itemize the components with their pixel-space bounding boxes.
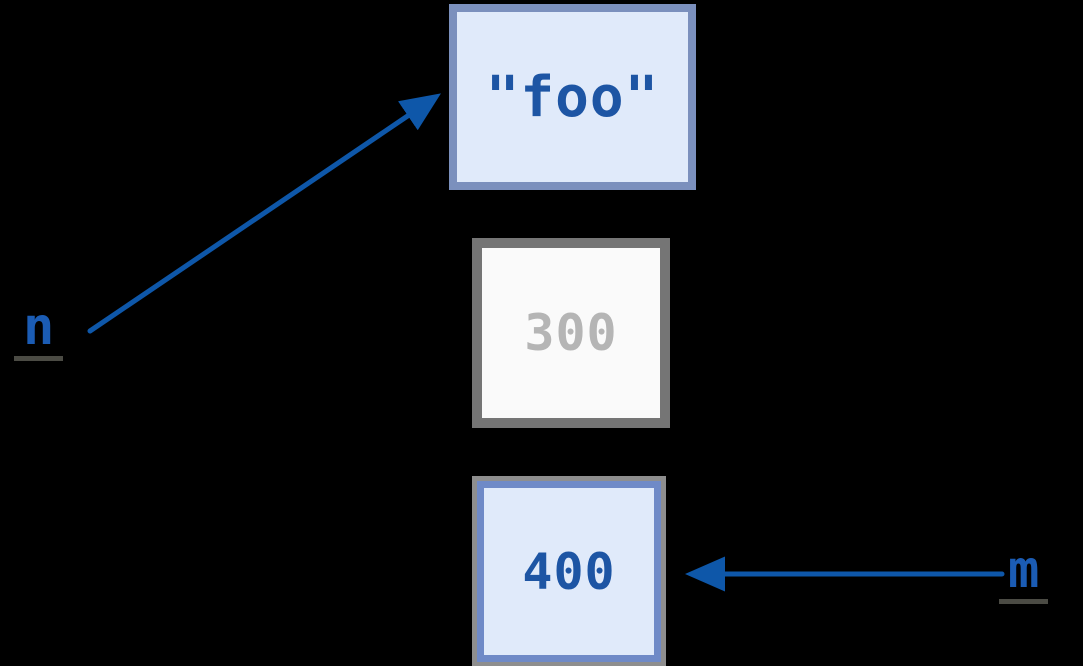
new-int-object-box: 400 [472,476,666,666]
arrow-n-to-foo [87,93,441,334]
string-object-box: "foo" [449,4,696,190]
string-object-value: "foo" [485,64,660,130]
variable-n-label: n [14,301,64,361]
old-int-object-box: 300 [472,238,670,428]
old-int-object-value: 300 [524,304,618,362]
new-int-object-value: 400 [522,542,616,601]
variable-m-label: m [999,544,1049,604]
